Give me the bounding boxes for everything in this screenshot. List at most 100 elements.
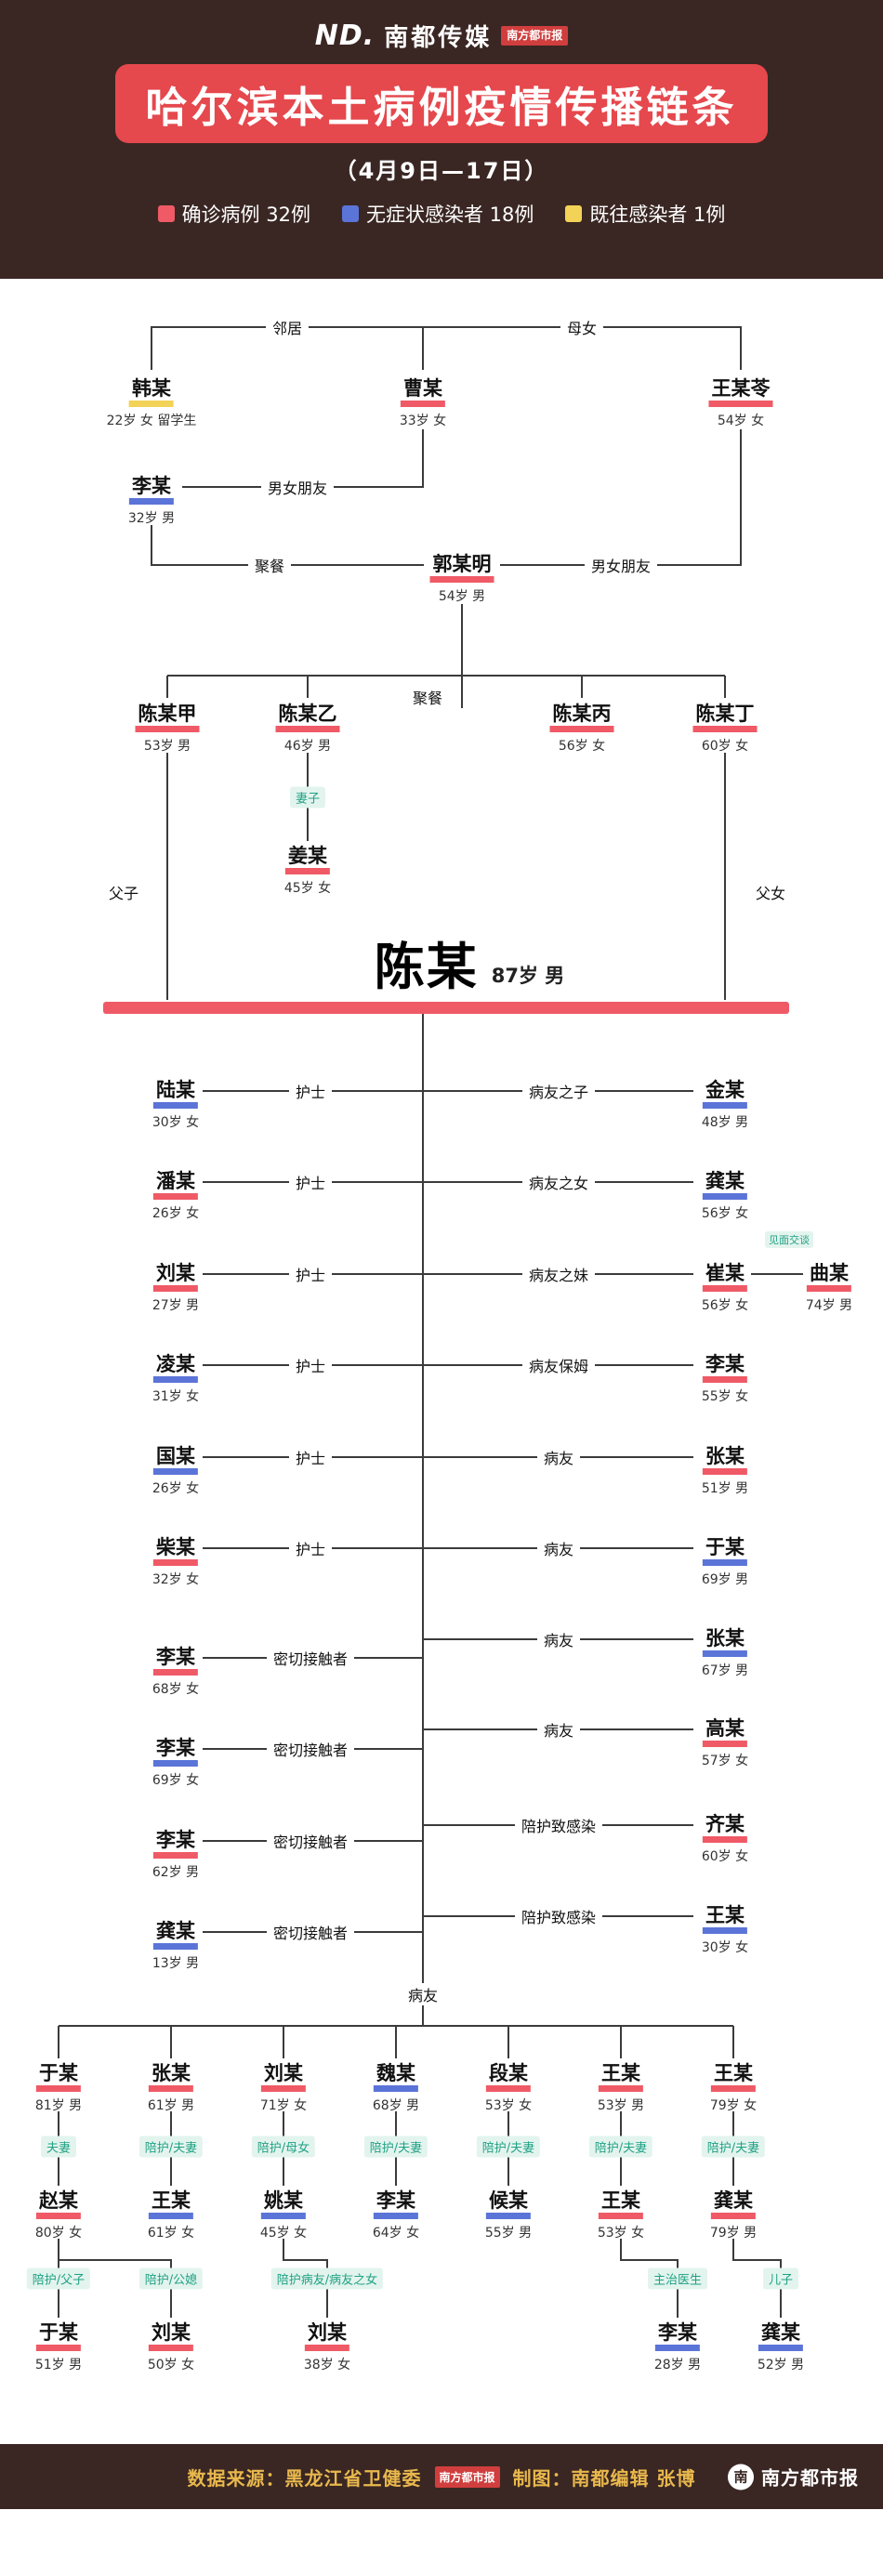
case-node-b0-top: 于某 81岁 男 [35,2061,82,2114]
case-name: 李某 [152,1736,198,1768]
case-name: 李某 [702,1352,747,1384]
case-info: 53岁 女 [597,2226,645,2241]
case-name: 龚某 [710,2188,756,2220]
case-info: 30岁 女 [152,1115,200,1131]
case-name: 刘某 [260,2061,306,2093]
relation-label: 病友之子 [521,1080,596,1102]
legend-label-asymptomatic: 无症状感染者 18例 [365,204,534,226]
relation-label: 陪护/母女 [251,2136,316,2158]
case-name: 张某 [702,1626,747,1658]
relation-label: 密切接触者 [266,1738,355,1760]
case-info: 53岁 男 [597,2098,645,2114]
case-name: 龚某 [702,1169,747,1201]
relation-label-wife: 妻子 [289,786,326,808]
case-info: 61岁 男 [147,2098,195,2114]
relation-label: 陪护病友/病友之女 [270,2267,384,2290]
case-node-b2-top: 刘某 71岁 女 [260,2061,307,2114]
case-info: 33岁 女 [399,414,447,429]
case-node-left-7: 李某 69岁 女 [152,1736,199,1789]
logo-badge: 南方都市报 [501,25,569,46]
case-node-b6-mid: 龚某 79岁 男 [710,2188,757,2241]
case-node-right-0: 金某 48岁 男 [702,1078,748,1131]
case-info: 54岁 女 [717,414,765,429]
case-name: 曲某 [806,1261,851,1293]
case-name: 张某 [702,1444,747,1476]
case-info: 56岁 女 [701,1298,749,1314]
case-node-b5-top: 王某 53岁 男 [598,2061,644,2114]
case-node-chen-d: 陈某丁 60岁 女 [692,702,758,755]
case-name: 李某 [654,2320,700,2352]
case-node-left-0: 陆某 30岁 女 [152,1078,199,1131]
relation-label: 陪护/夫妻 [701,2136,766,2158]
legend-swatch-confirmed [157,205,175,222]
relation-label-dinner1: 聚餐 [247,554,292,576]
case-node-right-5: 于某 69岁 男 [702,1535,748,1588]
case-name: 姜某 [284,844,330,875]
case-node-jiang: 姜某 45岁 女 [284,844,331,897]
central-case-info: 87岁 男 [491,965,565,987]
case-name: 李某 [128,474,174,506]
data-source-text: 数据来源：黑龙江省卫健委 [187,2466,422,2490]
case-info: 68岁 女 [152,1682,200,1698]
case-info: 52岁 男 [757,2358,805,2373]
case-name: 柴某 [152,1535,198,1567]
legend-label-confirmed: 确诊病例 32例 [181,204,310,226]
case-node-b2-child-0: 刘某 38岁 女 [304,2320,350,2373]
case-info: 69岁 男 [701,1572,749,1588]
case-name: 于某 [702,1535,747,1567]
case-name: 李某 [152,1828,198,1860]
case-node-han: 韩某 22岁 女 留学生 [107,376,197,429]
case-info: 32岁 男 [127,511,176,527]
central-case-bar [103,1002,789,1014]
case-node-left-4: 国某 26岁 女 [152,1444,199,1497]
case-name: 魏某 [373,2061,418,2093]
case-node-b1-top: 张某 61岁 男 [148,2061,194,2114]
brand-text: 南方都市报 [761,2466,859,2490]
case-node-right-9: 王某 30岁 女 [702,1903,748,1956]
case-name: 龚某 [758,2320,803,2352]
case-info: 62岁 男 [152,1865,200,1881]
case-node-b6-child-0: 龚某 52岁 男 [758,2320,804,2373]
case-node-cao: 曹某 33岁 女 [400,376,446,429]
case-name: 陈某乙 [275,702,340,733]
relation-label-mother-daughter: 母女 [560,316,604,338]
case-info: 51岁 男 [701,1481,749,1497]
case-node-b6-top: 王某 79岁 女 [710,2061,757,2114]
credit-text: 制图：南都编辑 张博 [512,2466,696,2490]
case-node-left-8: 李某 62岁 男 [152,1828,199,1881]
case-name: 曹某 [400,376,445,408]
case-node-right-3: 李某 55岁 女 [702,1352,748,1405]
case-node-right-7: 高某 57岁 女 [702,1716,748,1769]
case-name: 刘某 [304,2320,349,2352]
case-info: 74岁 男 [805,1298,853,1314]
case-node-li32: 李某 32岁 男 [128,474,175,527]
relation-label: 陪护/夫妻 [476,2136,541,2158]
case-info: 68岁 男 [372,2098,420,2114]
case-node-b5-child-0: 李某 28岁 男 [654,2320,701,2373]
case-info: 32岁 女 [152,1572,200,1588]
case-name: 金某 [702,1078,747,1110]
case-node-wangling: 王某苓 54岁 女 [708,376,773,429]
relation-label: 陪护致感染 [514,1905,603,1927]
case-info: 45岁 女 [283,881,332,897]
case-name: 王某 [702,1903,747,1935]
case-info: 13岁 男 [152,1956,200,1972]
case-info: 69岁 女 [152,1773,200,1789]
logo-media-text: 南都传媒 [384,24,493,52]
case-info: 30岁 女 [701,1940,749,1956]
relation-label-couple2: 男女朋友 [584,554,658,576]
case-node-chen-b: 陈某乙 46岁 男 [275,702,340,755]
case-info: 71岁 女 [259,2098,308,2114]
case-name: 陈某丁 [692,702,758,733]
case-name: 龚某 [152,1919,198,1951]
relation-label: 病友之女 [521,1171,596,1193]
page-subtitle: （4月9日—17日） [334,158,549,184]
case-info: 26岁 女 [152,1481,200,1497]
case-node-chen-c: 陈某丙 56岁 女 [549,702,614,755]
central-case-name: 陈某 [374,938,479,996]
legend-item-previous: 既往感染者 1例 [565,200,725,228]
case-node-right-6: 张某 67岁 男 [702,1626,748,1679]
case-name: 于某 [35,2061,81,2093]
case-name: 王某 [598,2188,643,2220]
